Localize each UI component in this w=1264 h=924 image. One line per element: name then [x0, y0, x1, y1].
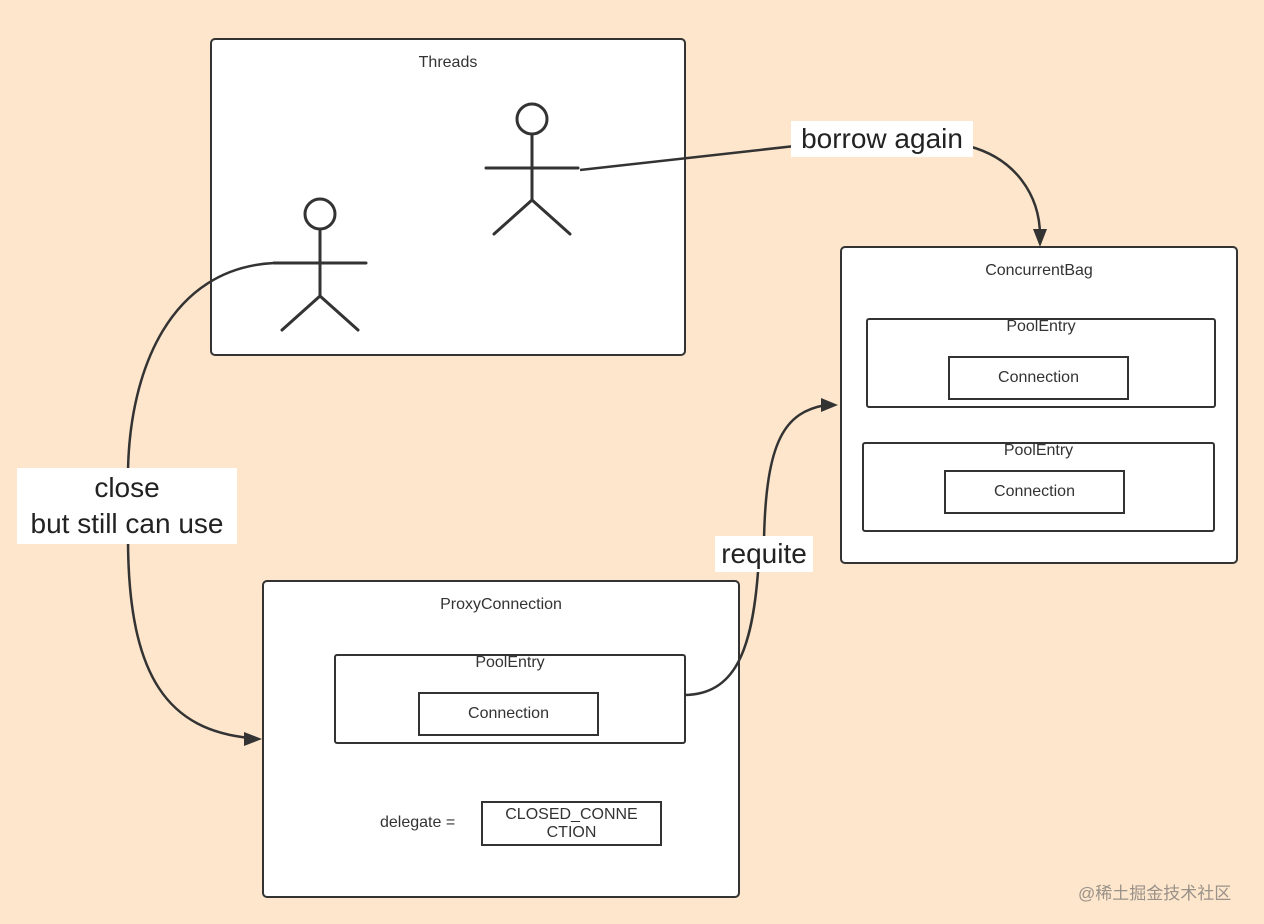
- concurrent-bag-box: ConcurrentBag PoolEntry Connection PoolE…: [840, 246, 1238, 564]
- requite-label: requite: [715, 536, 813, 572]
- arrowhead-icon: [1033, 229, 1047, 247]
- threads-box: Threads: [210, 38, 686, 356]
- proxy-connection-title: ProxyConnection: [440, 596, 562, 613]
- borrow-again-label: borrow again: [791, 121, 973, 157]
- proxy-connection-box: ProxyConnection PoolEntry Connection del…: [262, 580, 740, 898]
- pool-entry-box: PoolEntry Connection: [862, 442, 1215, 532]
- closed-connection-line1: CLOSED_CONNE: [505, 805, 638, 823]
- pool-entry-title: PoolEntry: [475, 654, 545, 671]
- closed-connection-box: CLOSED_CONNE CTION: [481, 801, 662, 846]
- closed-connection-label: CLOSED_CONNE CTION: [483, 803, 660, 844]
- connection-label: Connection: [994, 483, 1075, 500]
- pool-entry-box: PoolEntry Connection: [334, 654, 686, 744]
- threads-title: Threads: [418, 54, 478, 71]
- watermark-text: @稀土掘金技术社区: [1078, 884, 1232, 903]
- connection-box: Connection: [948, 356, 1129, 400]
- arrowhead-icon: [821, 398, 838, 412]
- delegate-label: delegate =: [380, 814, 456, 831]
- connection-label: Connection: [468, 705, 549, 722]
- close-label-line2: but still can use: [30, 508, 224, 539]
- close-label: close but still can use: [17, 468, 237, 544]
- arrowhead-icon: [244, 732, 262, 746]
- pool-entry-title: PoolEntry: [1006, 318, 1076, 335]
- connection-box: Connection: [944, 470, 1125, 514]
- connection-box: Connection: [418, 692, 599, 736]
- connection-label: Connection: [998, 369, 1079, 386]
- pool-entry-title: PoolEntry: [1003, 442, 1074, 459]
- close-label-line1: close: [94, 472, 160, 503]
- concurrent-bag-title: ConcurrentBag: [985, 262, 1093, 279]
- closed-connection-line2: CTION: [546, 823, 597, 841]
- pool-entry-box: PoolEntry Connection: [866, 318, 1216, 408]
